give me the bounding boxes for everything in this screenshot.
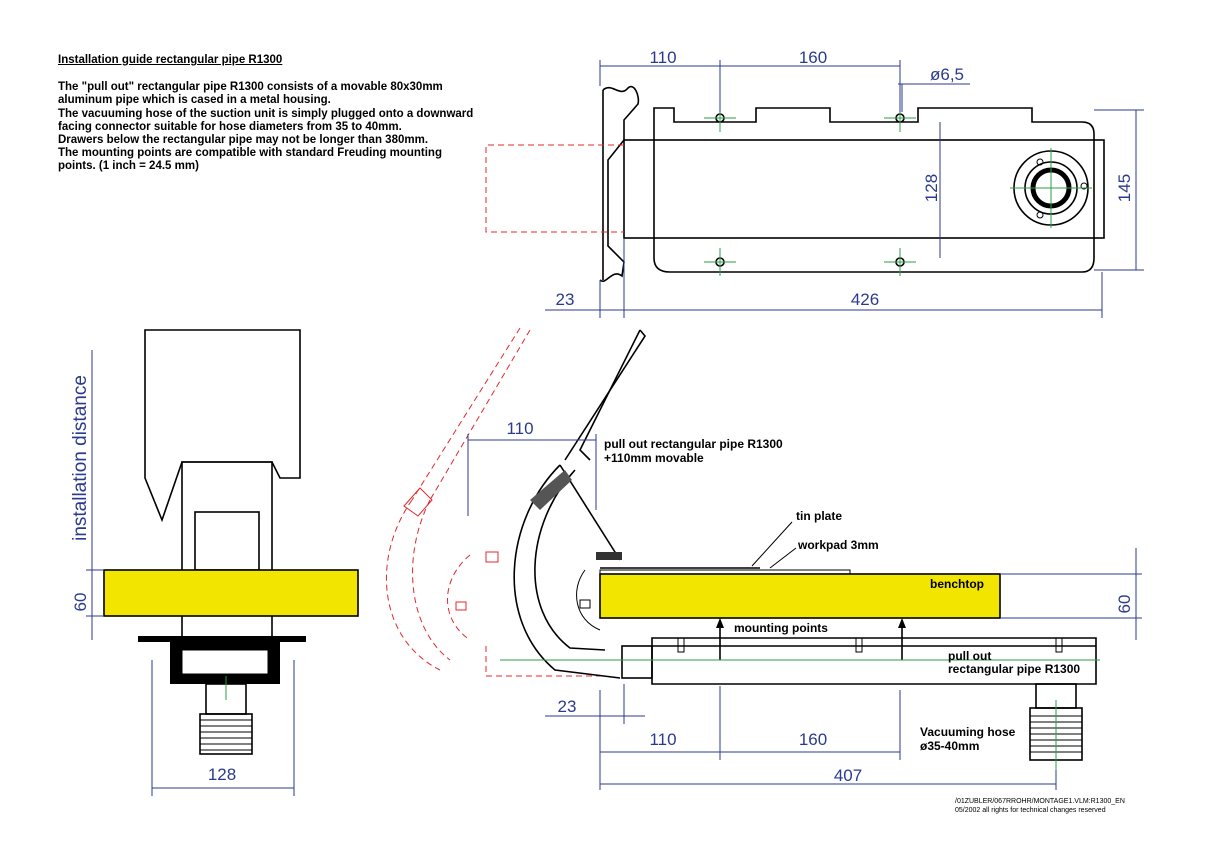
wall-break-line bbox=[599, 85, 640, 283]
label-benchtop: benchtop bbox=[930, 577, 984, 591]
footer-rights: 05/2002 all rights for technical changes… bbox=[955, 806, 1106, 814]
intro-line-7: points. (1 inch = 24.5 mm) bbox=[58, 160, 199, 173]
intro-line-6: The mounting points are compatible with … bbox=[58, 147, 442, 160]
side-mounting-lugs bbox=[677, 637, 1063, 653]
front-view: installation distance 60 128 bbox=[70, 329, 359, 796]
benchtop-front bbox=[103, 569, 359, 617]
dim-23-side: 23 bbox=[558, 697, 577, 716]
dim-60-front: 60 bbox=[71, 593, 90, 612]
side-curved-pipe-outer bbox=[513, 464, 621, 679]
intro-title: Installation guide rectangular pipe R130… bbox=[58, 54, 283, 66]
dim-145-top: 145 bbox=[1115, 174, 1134, 202]
intro-line-4: facing connector suitable for hose diame… bbox=[58, 120, 402, 133]
side-hinge-block bbox=[530, 470, 572, 510]
side-brace bbox=[596, 552, 622, 560]
mounting-plate-front bbox=[138, 636, 306, 642]
label-tin-plate: tin plate bbox=[796, 509, 842, 523]
benchtop-side bbox=[599, 573, 1001, 619]
pull-out-swung-dashed bbox=[385, 327, 600, 677]
hose-connector-top bbox=[1010, 148, 1092, 228]
dim-160-top: 160 bbox=[799, 48, 827, 67]
label-pull-out-2: +110mm movable bbox=[604, 451, 704, 465]
top-view: 110 160 ø6,5 128 145 23 426 bbox=[485, 48, 1144, 318]
intro-line-2: aluminum pipe which is cased in a metal … bbox=[58, 94, 331, 107]
mounting-holes-top bbox=[704, 104, 916, 276]
side-bracket-curve bbox=[576, 569, 601, 631]
installation-distance-label: installation distance bbox=[70, 375, 91, 541]
side-view-dimensions bbox=[467, 434, 1142, 790]
label-pull-out-1: pull out rectangular pipe R1300 bbox=[604, 437, 783, 451]
drawing-footer: /01ZUBLER/067RROHR/MONTAGE1.VLM:R1300_EN… bbox=[955, 798, 1125, 815]
label-hose-2: ø35-40mm bbox=[920, 739, 979, 753]
top-view-dimensions bbox=[545, 60, 1144, 318]
side-hood-panel-inner bbox=[564, 329, 646, 461]
side-pipe-housing bbox=[651, 637, 1097, 685]
side-pipe-end bbox=[621, 645, 653, 679]
side-hood-panel bbox=[579, 329, 641, 461]
hood-inner bbox=[194, 511, 260, 571]
housing-outline bbox=[653, 107, 1095, 273]
label-workpad: workpad 3mm bbox=[797, 538, 879, 552]
side-bracket-screw bbox=[579, 599, 591, 609]
intro-line-1: The "pull out" rectangular pipe R1300 co… bbox=[58, 81, 443, 94]
side-view: 110 60 23 110 160 407 pull out rectangul… bbox=[385, 327, 1142, 790]
hose-ribs-front bbox=[200, 719, 252, 751]
dim-110-swing: 110 bbox=[506, 419, 533, 438]
suction-hood bbox=[144, 329, 301, 523]
pipe-opening-front bbox=[181, 649, 269, 675]
intro-line-3: The vacuuming hose of the suction unit i… bbox=[58, 107, 474, 120]
hose-front bbox=[199, 713, 253, 755]
dim-160-side: 160 bbox=[799, 730, 827, 749]
dim-23-top: 23 bbox=[556, 290, 575, 309]
label-pipe-1: pull out bbox=[948, 649, 991, 663]
intro-line-5: Drawers below the rectangular pipe may n… bbox=[58, 134, 429, 147]
dim-hole-diameter: ø6,5 bbox=[930, 65, 964, 84]
dim-128-top: 128 bbox=[922, 174, 941, 202]
dim-426-top: 426 bbox=[851, 290, 879, 309]
dim-128-front: 128 bbox=[208, 765, 236, 784]
intro-text: Installation guide rectangular pipe R130… bbox=[58, 54, 528, 174]
dim-110-top: 110 bbox=[649, 48, 676, 67]
dim-407-side: 407 bbox=[834, 766, 862, 785]
label-pipe-2: rectangular pipe R1300 bbox=[948, 662, 1080, 676]
pull-out-extension-dashed bbox=[485, 144, 624, 233]
footer-path: /01ZUBLER/067RROHR/MONTAGE1.VLM:R1300_EN bbox=[955, 798, 1125, 805]
label-hose-1: Vacuuming hose bbox=[920, 725, 1016, 739]
workpad-leader bbox=[769, 547, 797, 569]
inner-pipe-rect bbox=[623, 139, 1105, 239]
dim-60-side: 60 bbox=[1115, 595, 1134, 614]
dim-110-side: 110 bbox=[649, 730, 676, 749]
tin-plate-leader bbox=[751, 521, 793, 567]
label-mounting-points: mounting points bbox=[734, 621, 828, 635]
